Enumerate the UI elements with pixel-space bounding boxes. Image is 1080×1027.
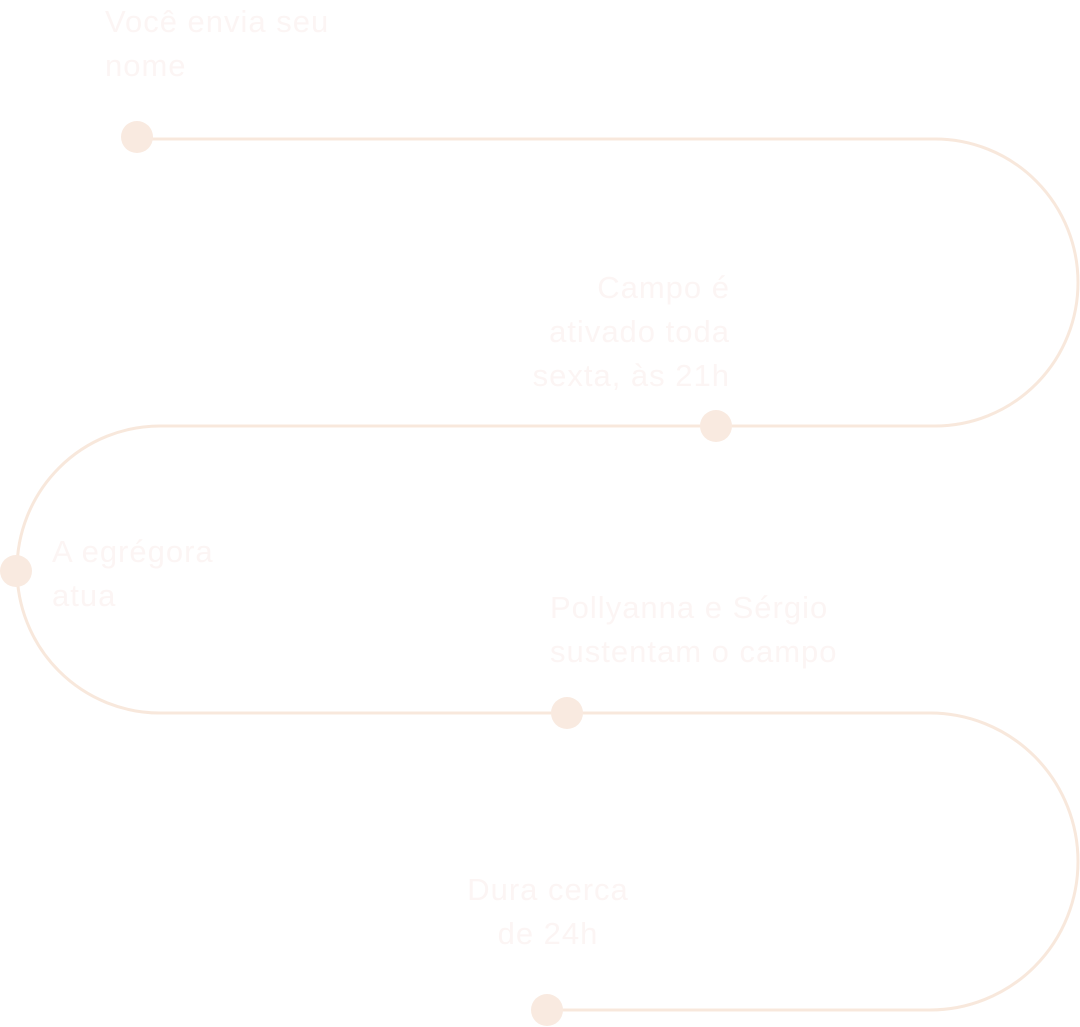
step-2-label: Campo é ativado toda sexta, às 21h: [533, 266, 730, 398]
step-4-label: Pollyanna e Sérgio sustentam o campo: [550, 586, 838, 674]
step-dot-4: [551, 697, 583, 729]
step-1-label: Você envia seu nome: [105, 0, 329, 88]
step-1-line-2: nome: [105, 48, 187, 83]
step-5-line-1: Dura cerca: [467, 872, 629, 907]
step-2-line-3: sexta, às 21h: [532, 358, 730, 393]
step-3-line-1: A egrégora: [52, 534, 214, 569]
step-4-line-1: Pollyanna e Sérgio: [550, 590, 829, 625]
step-dot-1: [121, 121, 153, 153]
step-2-line-2: ativado toda: [549, 314, 730, 349]
step-1-line-1: Você envia seu: [105, 4, 330, 39]
step-dot-5: [531, 994, 563, 1026]
step-5-line-2: de 24h: [497, 916, 599, 951]
step-2-line-1: Campo é: [597, 270, 730, 305]
step-dot-3: [0, 555, 32, 587]
step-dot-2: [700, 410, 732, 442]
step-4-line-2: sustentam o campo: [550, 634, 838, 669]
step-5-label: Dura cerca de 24h: [398, 868, 698, 956]
step-3-label: A egrégora atua: [52, 530, 214, 618]
step-3-line-2: atua: [52, 578, 117, 613]
